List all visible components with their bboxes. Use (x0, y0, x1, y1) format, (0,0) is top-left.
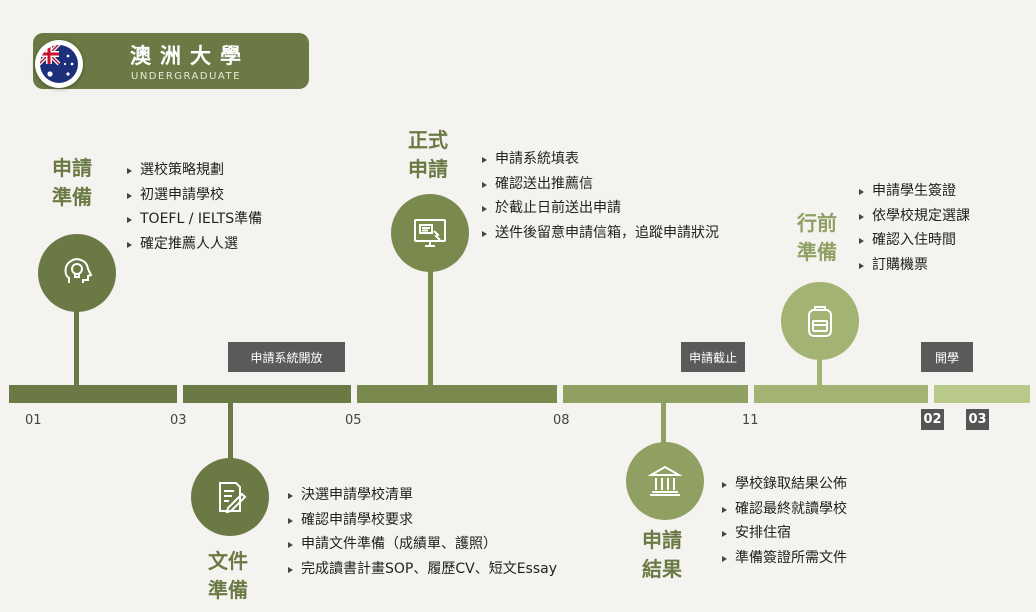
timeline-segment (754, 385, 928, 403)
timeline-segment (9, 385, 177, 403)
tick-label-boxed: 02 (921, 409, 944, 430)
list-item: 初選申請學校 (125, 183, 262, 208)
list-item: 依學校規定選課 (857, 204, 970, 229)
list-item: 決選申請學校清單 (286, 483, 557, 508)
timeline-segment (934, 385, 1030, 403)
phase-list-apply: 申請系統填表 確認送出推薦信 於截止日前送出申請 送件後留意申請信箱，追蹤申請狀… (480, 147, 719, 245)
page-subtitle: UNDERGRADUATE (131, 71, 241, 82)
phase-title-apply: 正式 申請 (408, 128, 448, 181)
list-item: 確認申請學校要求 (286, 508, 557, 533)
tick-label: 08 (553, 413, 570, 428)
timeline-segment (563, 385, 748, 403)
list-item: 申請學生簽證 (857, 179, 970, 204)
list-item: 申請文件準備（成績單、護照） (286, 532, 557, 557)
university-building-icon (647, 465, 683, 496)
list-item: 送件後留意申請信箱，追蹤申請狀況 (480, 221, 719, 246)
head-lightbulb-icon (64, 258, 93, 283)
australia-flag-icon (35, 40, 83, 88)
phase-title-docs: 文件 準備 (208, 549, 248, 602)
phase-list-docs: 決選申請學校清單 確認申請學校要求 申請文件準備（成績單、護照） 完成讀書計畫S… (286, 483, 557, 581)
tick-label: 03 (170, 413, 187, 428)
list-item: 準備簽證所需文件 (720, 546, 847, 571)
timeline-segment (357, 385, 557, 403)
phase-list-result: 學校錄取結果公佈 確認最終就讀學校 安排住宿 準備簽證所需文件 (720, 472, 847, 570)
list-item: 完成讀書計畫SOP、履歷CV、短文Essay (286, 557, 557, 582)
marker-deadline: 申請截止 (681, 342, 745, 372)
list-item: 學校錄取結果公佈 (720, 472, 847, 497)
online-application-icon (414, 219, 446, 247)
phase-circle-prep (38, 234, 116, 312)
phase-circle-docs (191, 458, 269, 536)
phase-circle-depart (781, 282, 859, 360)
timeline-segment (183, 385, 351, 403)
marker-school-start: 開學 (921, 342, 973, 372)
phase-list-prep: 選校策略規劃 初選申請學校 TOEFL / IELTS準備 確定推薦人人選 (125, 158, 262, 256)
phase-list-depart: 申請學生簽證 依學校規定選課 確認入住時間 訂購機票 (857, 179, 970, 277)
list-item: 於截止日前送出申請 (480, 196, 719, 221)
list-item: 確認最終就讀學校 (720, 497, 847, 522)
list-item: 申請系統填表 (480, 147, 719, 172)
marker-system-open: 申請系統開放 (228, 342, 345, 372)
list-item: 確認送出推薦信 (480, 172, 719, 197)
phase-title-result: 申請 結果 (642, 528, 682, 581)
phase-stem (817, 345, 822, 386)
document-pen-icon (219, 482, 247, 514)
list-item: 選校策略規劃 (125, 158, 262, 183)
list-item: 訂購機票 (857, 253, 970, 278)
page-title: 澳洲大學 (130, 44, 250, 68)
list-item: 確定推薦人人選 (125, 232, 262, 257)
phase-stem (74, 300, 79, 386)
phase-stem (661, 402, 666, 452)
list-item: TOEFL / IELTS準備 (125, 207, 262, 232)
phase-stem (228, 402, 233, 472)
tick-label: 05 (345, 413, 362, 428)
phase-title-depart: 行前 準備 (797, 211, 837, 264)
phase-stem (428, 262, 433, 386)
phase-title-prep: 申請 準備 (52, 156, 92, 209)
tick-label-boxed: 03 (966, 409, 989, 430)
phase-circle-apply (391, 194, 469, 272)
list-item: 確認入住時間 (857, 228, 970, 253)
backpack-icon (808, 306, 832, 337)
list-item: 安排住宿 (720, 521, 847, 546)
phase-circle-result (626, 442, 704, 520)
tick-label: 01 (25, 413, 42, 428)
tick-label: 11 (742, 413, 759, 428)
